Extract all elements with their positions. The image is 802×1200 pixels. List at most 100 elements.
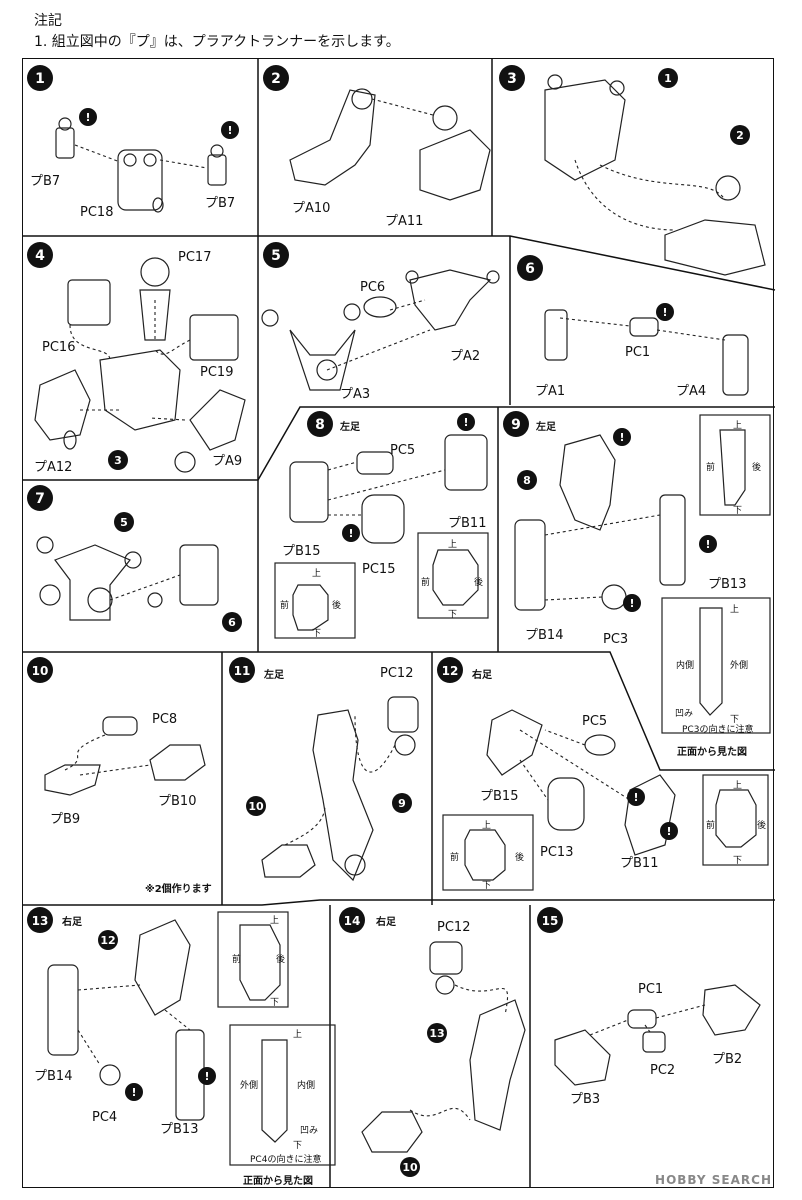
part-label: PC15: [362, 562, 396, 577]
part-label: プB9: [50, 812, 81, 827]
svg-text:13: 13: [32, 914, 49, 928]
inset-label: 下: [733, 856, 743, 866]
inset-label: 後: [515, 853, 525, 863]
inset-label: 下: [482, 881, 492, 891]
inset-label: 後: [332, 601, 342, 611]
svg-text:!: !: [131, 1086, 136, 1099]
caution-icon: !: [457, 413, 475, 431]
inset-label: 外側: [240, 1081, 259, 1091]
part-label: プB14: [525, 628, 564, 643]
part-label: PC17: [178, 250, 212, 265]
inset-label: 前: [706, 821, 716, 831]
watermark: HOBBY SEARCH: [655, 1173, 772, 1187]
caution-note: PC3の向きに注意: [682, 725, 754, 735]
step-number-badge: 3: [499, 65, 525, 91]
inset-label: 後: [474, 578, 484, 588]
part-label: プA10: [292, 201, 331, 216]
step-number-badge: 8: [307, 411, 333, 437]
part-label: PC1: [625, 345, 651, 360]
svg-text:3: 3: [114, 454, 122, 467]
inset-label: 下: [733, 506, 743, 516]
side-label: 右足: [472, 670, 492, 681]
part-label: プA2: [450, 349, 481, 364]
inset-label: 前: [706, 463, 716, 473]
notes-heading: 注記: [34, 13, 62, 29]
svg-text:!: !: [666, 825, 671, 838]
part-label: プB15: [282, 544, 321, 559]
subassembly-ref-badge: 2: [730, 125, 750, 145]
inset-label: 上: [293, 1030, 303, 1040]
part-label: PC5: [582, 714, 608, 729]
part-label: PC8: [152, 712, 178, 727]
caution-icon: !: [221, 121, 239, 139]
svg-text:2: 2: [271, 71, 281, 87]
inset-label: 上: [733, 781, 743, 791]
inset-label: 上: [730, 605, 740, 615]
svg-text:7: 7: [35, 491, 45, 507]
svg-text:!: !: [348, 527, 353, 540]
subassembly-ref-badge: 10: [400, 1157, 420, 1177]
svg-text:!: !: [463, 416, 468, 429]
step-number-badge: 10: [27, 657, 53, 683]
inset-label: 後: [757, 821, 767, 831]
part-label: プB7: [205, 196, 236, 211]
subassembly-ref-badge: 6: [222, 612, 242, 632]
caution-icon: !: [125, 1083, 143, 1101]
part-label: PC3: [603, 632, 629, 647]
step-number-badge: 5: [263, 242, 289, 268]
part-label: プB7: [30, 174, 61, 189]
inset-caption: 正面から見た図: [677, 747, 747, 758]
caution-icon: !: [198, 1067, 216, 1085]
part-label: PC2: [650, 1063, 676, 1078]
svg-text:8: 8: [523, 474, 531, 487]
svg-text:1: 1: [664, 72, 672, 85]
step-number-badge: 7: [27, 485, 53, 511]
subassembly-ref-badge: 9: [392, 793, 412, 813]
caution-icon: !: [699, 535, 717, 553]
notes-text: 1. 組立図中の『プ』は、プラアクトランナーを示します。: [34, 34, 400, 50]
part-label: プB15: [480, 789, 519, 804]
part-label: PC6: [360, 280, 386, 295]
side-label: 左足: [340, 422, 360, 433]
svg-text:2: 2: [736, 129, 744, 142]
subassembly-ref-badge: 1: [658, 68, 678, 88]
inset-label: 上: [312, 569, 322, 579]
inset-label: 内側: [676, 661, 695, 671]
step-number-badge: 9: [503, 411, 529, 437]
caution-markers: !!!!!!!!!!!!: [79, 108, 717, 1101]
inset-label: 下: [270, 998, 280, 1008]
part-label: プB2: [712, 1052, 743, 1067]
inset-label: 前: [450, 853, 460, 863]
step-number-badge: 14: [339, 907, 365, 933]
inset-caption: 正面から見た図: [243, 1176, 313, 1187]
caution-icon: !: [660, 822, 678, 840]
inset-label: 前: [421, 578, 431, 588]
part-label: プA4: [676, 384, 707, 399]
svg-text:10: 10: [402, 1161, 418, 1174]
step-number-badge: 15: [537, 907, 563, 933]
subassembly-ref-badge: 10: [246, 796, 266, 816]
part-label: プB13: [160, 1122, 199, 1137]
svg-text:!: !: [662, 306, 667, 319]
subassembly-ref-badge: 5: [114, 512, 134, 532]
svg-text:3: 3: [507, 71, 517, 87]
part-label: PC4: [92, 1110, 118, 1125]
svg-text:6: 6: [525, 261, 535, 277]
inset-label: 下: [293, 1141, 303, 1151]
part-label: PC13: [540, 845, 574, 860]
svg-text:6: 6: [228, 616, 236, 629]
assembly-guides: [64, 98, 726, 1121]
caution-icon: !: [627, 788, 645, 806]
inset-label: 下: [730, 715, 740, 725]
svg-text:15: 15: [542, 914, 559, 928]
side-label: 左足: [264, 670, 284, 681]
svg-text:9: 9: [511, 417, 521, 433]
subassembly-ref-badge: 12: [98, 930, 118, 950]
svg-text:10: 10: [32, 664, 49, 678]
step-number-badge: 11: [229, 657, 255, 683]
subassembly-ref-badge: 8: [517, 470, 537, 490]
part-label: プA11: [385, 214, 424, 229]
svg-text:!: !: [227, 124, 232, 137]
